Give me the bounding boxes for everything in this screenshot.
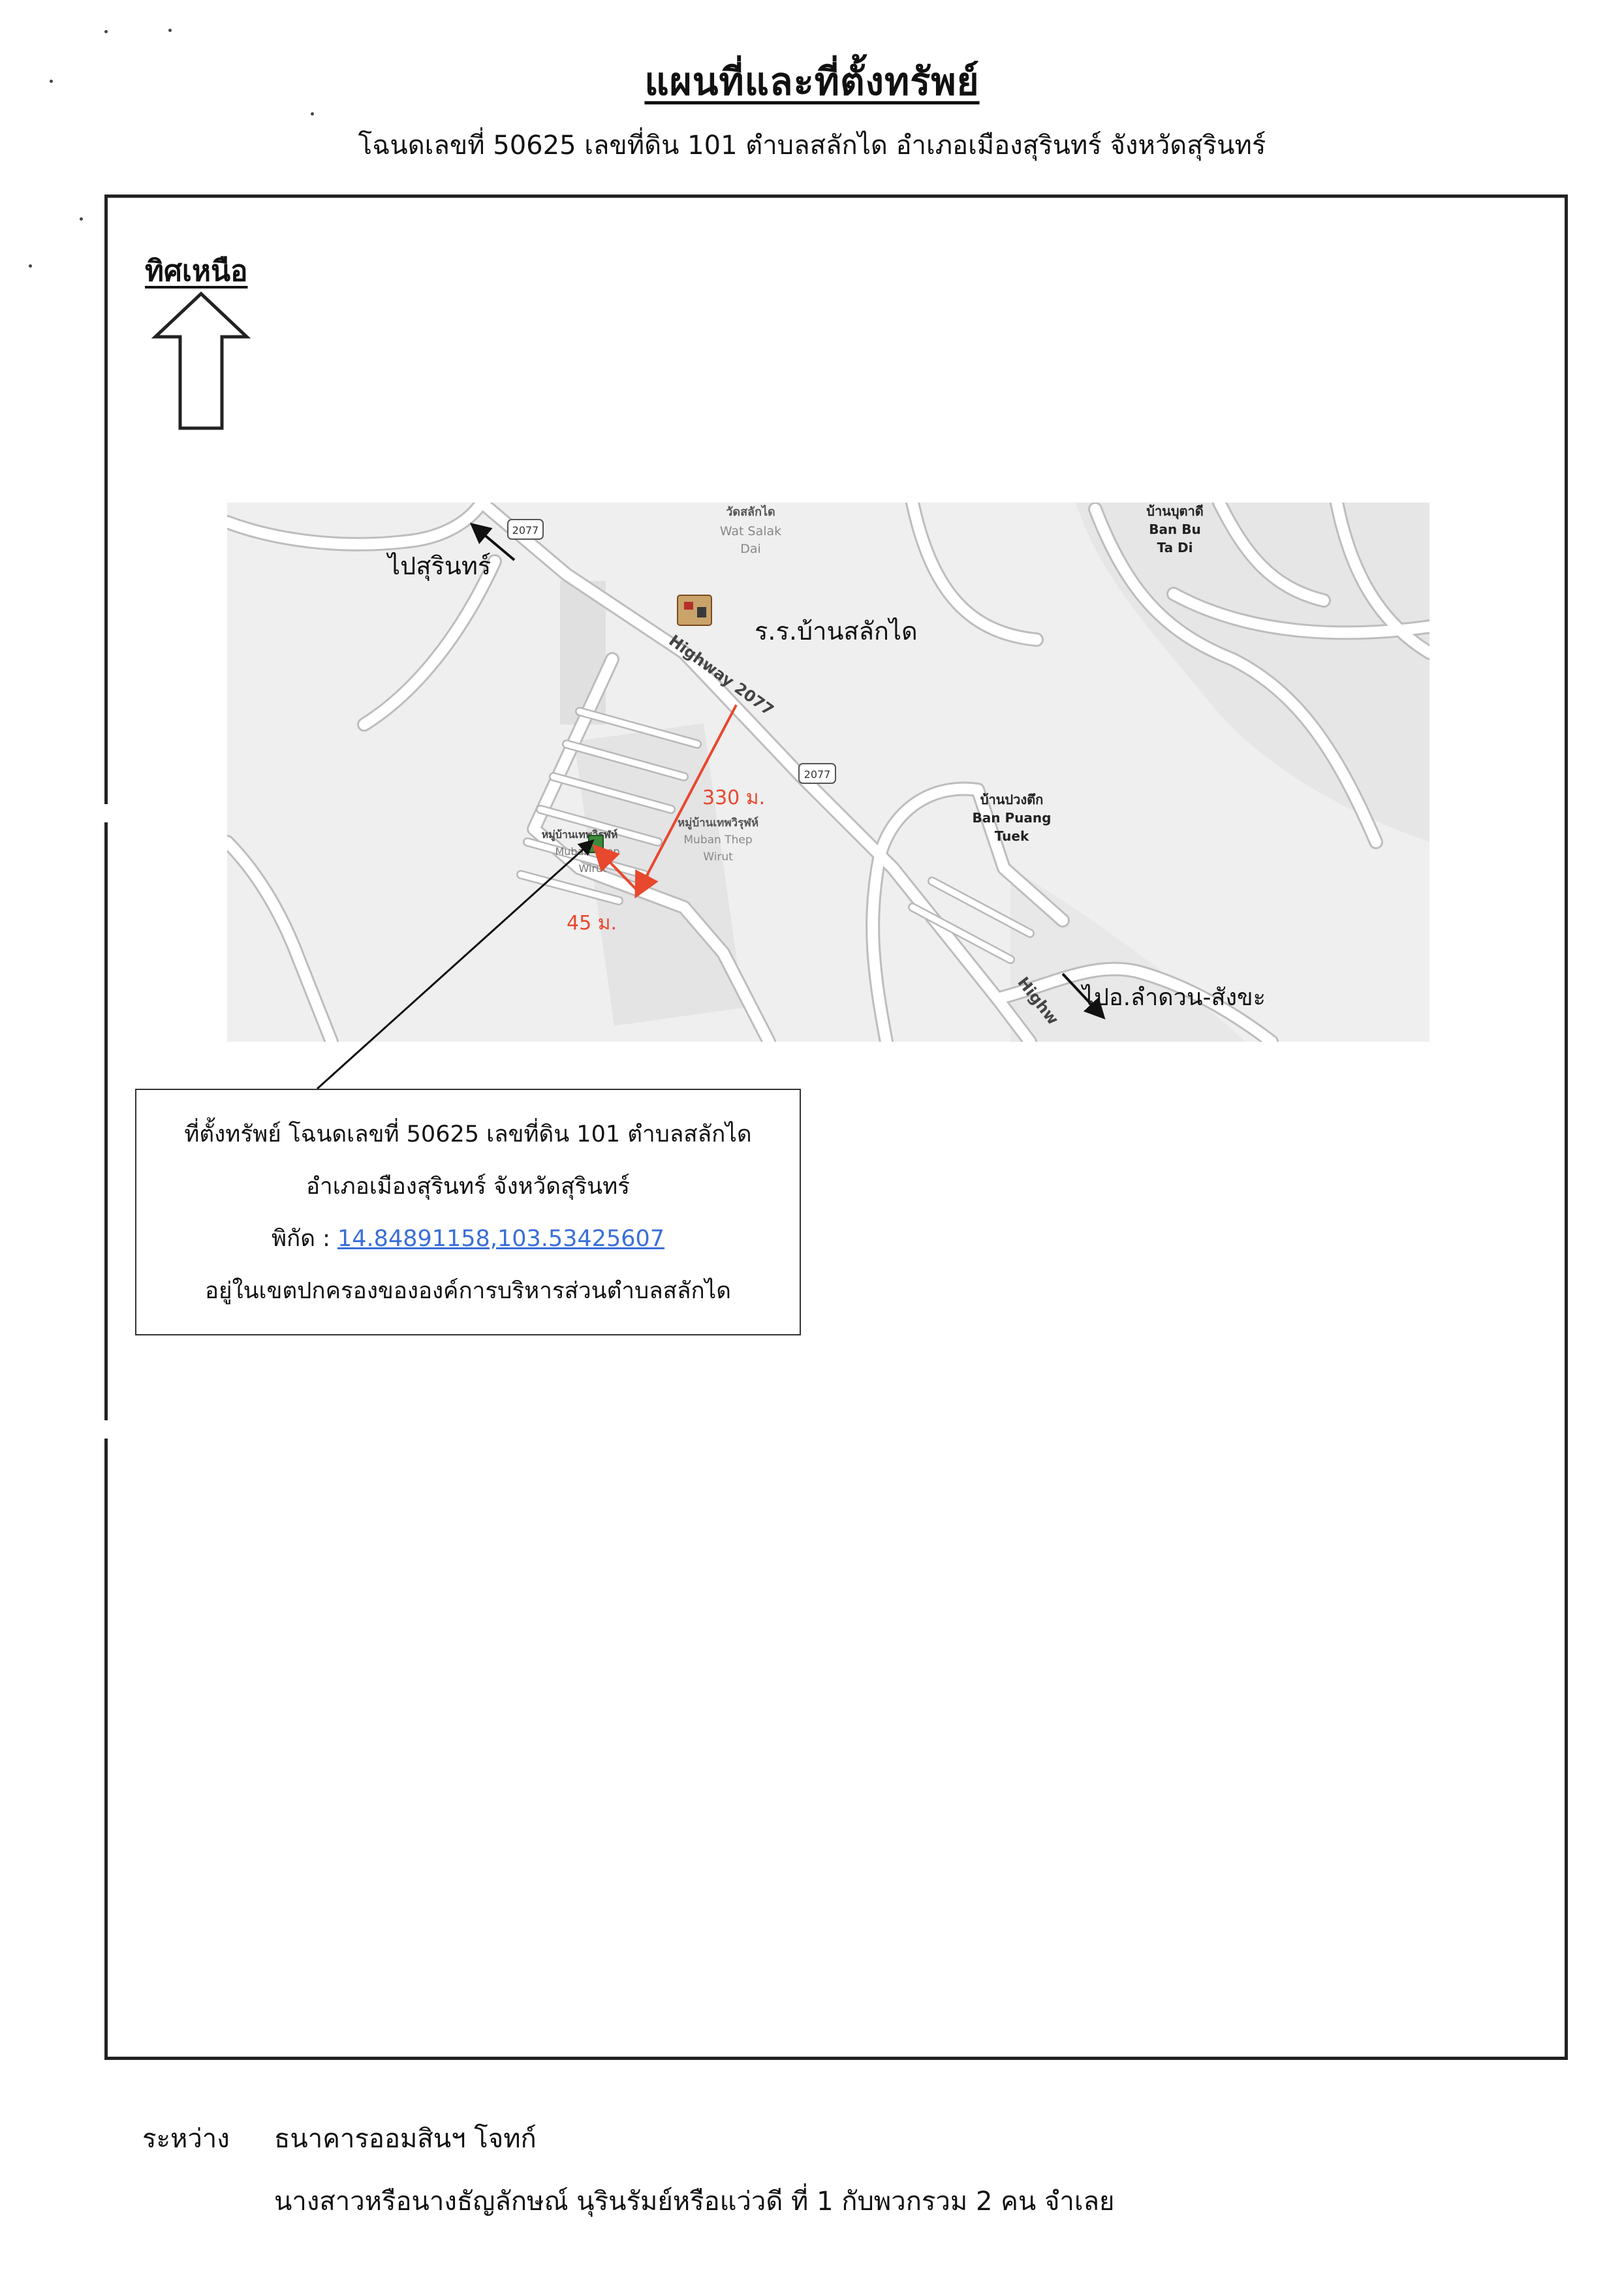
map-frame [104, 195, 1568, 2060]
frame-gap [98, 804, 117, 822]
muban-left-th: หมู่บ้านเทพวิรุฬห์ [542, 828, 618, 842]
to-surin-arrow-icon [469, 522, 516, 561]
to-surin-label: ไปสุรินทร์ [386, 552, 491, 581]
location-map: 2077 2077 Highway 2077 Highw วัดสลักได W… [227, 503, 1429, 1042]
to-lamduan-label: ไปอ.ลำดวน-สังขะ [1080, 984, 1266, 1011]
to-lamduan-arrow-icon [1061, 973, 1106, 1020]
ban-puang-tuek-en-2: Tuek [995, 828, 1029, 844]
scan-speck [311, 112, 314, 116]
muban-thep-wirut-th: หมู่บ้านเทพวิรุฬห์ [678, 816, 758, 830]
frame-gap [98, 1420, 117, 1439]
property-info-box: ที่ตั้งทรัพย์ โฉนดเลขที่ 50625 เลขที่ดิน… [135, 1089, 801, 1335]
info-coordinates-row: พิกัด : 14.84891158,103.53425607 [136, 1221, 800, 1256]
scan-speck [80, 217, 83, 221]
muban-left-en-1: Muban Thep [555, 845, 619, 858]
plaintiff-bank: ธนาคารออมสินฯ โจทก์ [274, 2124, 537, 2154]
wat-salak-dai-en-1: Wat Salak [720, 524, 781, 538]
roads [227, 503, 1429, 1042]
wat-salak-dai-en-2: Dai [740, 542, 761, 556]
measure-330-arrow [634, 704, 738, 899]
highway-shield: 2077 [798, 763, 836, 784]
page-subtitle: โฉนดเลขที่ 50625 เลขที่ดิน 101 ตำบลสลักไ… [358, 131, 1266, 161]
map-canvas: 2077 2077 Highway 2077 Highw วัดสลักได W… [227, 503, 1429, 1042]
info-line-2: อำเภอเมืองสุรินทร์ จังหวัดสุรินทร์ [306, 1174, 630, 1200]
measure-45-arrow [592, 844, 640, 893]
muban-thep-wirut-en-2: Wirut [703, 850, 733, 864]
school-icon [677, 595, 712, 626]
page-title: แผนที่และที่ตั้งทรัพย์ [644, 59, 980, 104]
highway-shield-text: 2077 [512, 524, 539, 537]
scan-speck [50, 80, 53, 83]
north-arrow-icon [151, 291, 251, 430]
scan-speck [104, 30, 108, 33]
between-label: ระหว่าง [142, 2124, 230, 2154]
distance-330-label: 330 ม. [702, 787, 765, 809]
ban-bu-ta-di-th: บ้านบุตาดี [1146, 503, 1204, 520]
distance-45-label: 45 ม. [567, 912, 617, 935]
ban-bu-ta-di-en-2: Ta Di [1157, 540, 1193, 555]
scan-speck [168, 29, 172, 32]
terrain-shade [1010, 868, 1245, 1042]
school-label: ร.ร.บ้านสลักได [755, 617, 918, 646]
ban-puang-tuek-th: บ้านปวงตึก [980, 792, 1043, 807]
defendant-line: นางสาวหรือนางธัญลักษณ์ นุรินรัมย์หรือแว่… [274, 2187, 1115, 2217]
ban-puang-tuek-en-1: Ban Puang [973, 810, 1052, 826]
scan-speck [29, 264, 32, 268]
wat-salak-dai-th: วัดสลักได [726, 505, 775, 519]
highway-shield: 2077 [507, 519, 544, 540]
info-line-1: ที่ตั้งทรัพย์ โฉนดเลขที่ 50625 เลขที่ดิน… [184, 1121, 752, 1147]
ban-bu-ta-di-en-1: Ban Bu [1149, 522, 1200, 537]
highway-shield-text: 2077 [804, 768, 831, 781]
info-line-4: อยู่ในเขตปกครองขององค์การบริหารส่วนตำบลส… [205, 1278, 731, 1304]
property-marker [588, 835, 604, 853]
coordinates-prefix: พิกัด : [271, 1226, 338, 1252]
muban-left-en-2: Wirut [579, 862, 607, 875]
muban-thep-wirut-en-1: Muban Thep [683, 834, 752, 847]
coordinates-link[interactable]: 14.84891158,103.53425607 [337, 1226, 665, 1252]
north-label: ทิศเหนือ [145, 255, 248, 288]
